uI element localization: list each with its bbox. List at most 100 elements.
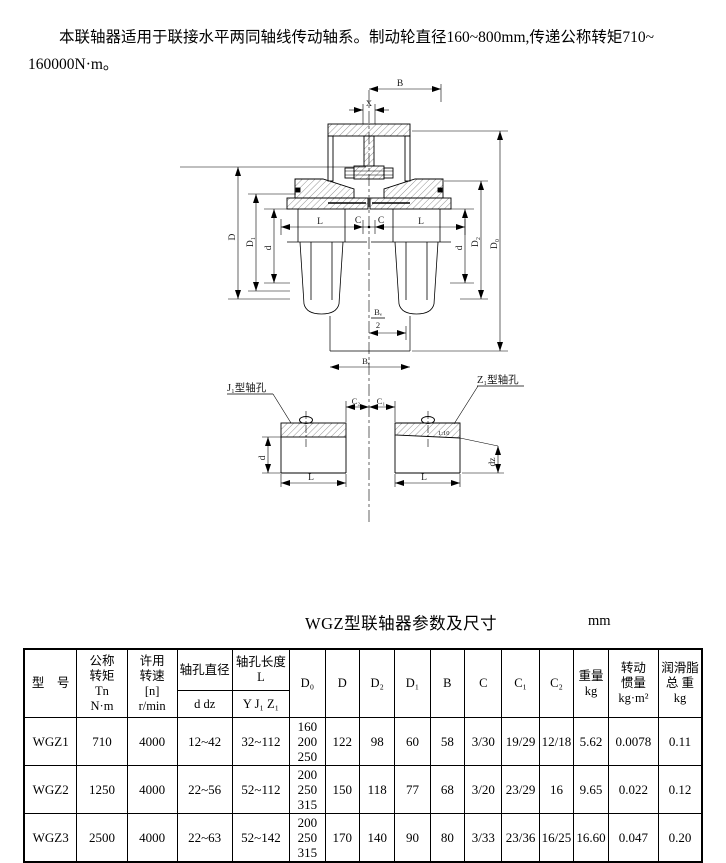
cell-bore-dia: 22~63 bbox=[176, 813, 233, 863]
cell-speed: 4000 bbox=[126, 813, 178, 863]
brake-wheel bbox=[327, 123, 411, 182]
table-row: WGZ2 1250 4000 22~56 52~112 200 250 315 … bbox=[23, 765, 703, 814]
dim-label-C-left: C bbox=[355, 216, 361, 226]
label-J1-hole: J₁型轴孔 bbox=[227, 381, 267, 394]
cell-bore-len: 52~112 bbox=[231, 765, 291, 814]
cell-c2: 12/18 bbox=[538, 717, 575, 766]
dim-label-d-hole: d bbox=[258, 455, 268, 460]
cell-d0: 160 200 250 bbox=[289, 717, 326, 766]
cell-weight: 5.62 bbox=[573, 717, 609, 766]
col-header-b: B bbox=[429, 648, 466, 718]
cell-d: 170 bbox=[324, 813, 361, 863]
cell-weight: 16.60 bbox=[573, 813, 609, 863]
cell-d2: 98 bbox=[359, 717, 396, 766]
cell-inertia: 0.047 bbox=[607, 813, 659, 863]
dim-label-dz-hole: dᴢ bbox=[488, 458, 498, 467]
cell-b: 58 bbox=[429, 717, 466, 766]
cell-speed: 4000 bbox=[126, 765, 178, 814]
dim-label-D2: D₂ bbox=[471, 237, 481, 247]
dim-label-Be: Bₑ bbox=[362, 356, 371, 366]
label-taper: 1:10 bbox=[438, 430, 450, 437]
shaft-hole-details bbox=[227, 385, 524, 474]
col-header-d2: D₂ bbox=[359, 648, 396, 718]
dim-label-L-hole-right: L bbox=[421, 473, 427, 483]
cell-d2: 118 bbox=[359, 765, 396, 814]
cell-torque: 710 bbox=[76, 717, 128, 766]
cell-inertia: 0.022 bbox=[607, 765, 659, 814]
col-subheader-bore-len: Y J₁ Z₁ bbox=[231, 690, 291, 718]
intro-paragraph: 本联轴器适用于联接水平两同轴线传动轴系。制动轮直径160~800mm,传递公称转… bbox=[28, 28, 655, 73]
parameters-table: 型 号 公称 转矩 Tn N·m 许用 转速 [n] r/min 轴孔直径 轴孔… bbox=[23, 648, 703, 863]
hub-bodies bbox=[287, 209, 451, 315]
cell-bore-dia: 12~42 bbox=[176, 717, 233, 766]
col-header-grease: 润滑脂 总 重 kg bbox=[657, 648, 703, 718]
dim-label-L-left: L bbox=[317, 217, 323, 227]
dim-label-B: B bbox=[397, 79, 403, 89]
table-row: WGZ1 710 4000 12~42 32~112 160 200 250 1… bbox=[23, 717, 703, 766]
cell-grease: 0.11 bbox=[657, 717, 703, 766]
cell-d: 122 bbox=[324, 717, 361, 766]
detail-dimension-lines bbox=[265, 401, 501, 487]
cell-b: 68 bbox=[429, 765, 466, 814]
dim-label-Be-num: Bₑ bbox=[374, 307, 383, 317]
label-Z1-hole: Z₁型轴孔 bbox=[477, 373, 519, 386]
dim-label-D1: D₁ bbox=[246, 237, 256, 247]
cell-c: 3/30 bbox=[464, 717, 503, 766]
drawing-labels: B X D D₁ d L C C L d D₂ D₀ Bₑ 2 Bₑ J₁型轴孔… bbox=[227, 79, 519, 483]
dim-label-C1: C₁ bbox=[377, 396, 386, 406]
col-header-d1: D₁ bbox=[394, 648, 431, 718]
cell-d1: 90 bbox=[394, 813, 431, 863]
col-header-c1: C₁ bbox=[501, 648, 540, 718]
table-title-row: WGZ型联轴器参数及尺寸 mm bbox=[0, 610, 726, 634]
cell-d0: 200 250 315 bbox=[289, 765, 326, 814]
col-header-torque: 公称 转矩 Tn N·m bbox=[76, 648, 128, 718]
dim-label-L-right: L bbox=[418, 217, 424, 227]
cell-d1: 60 bbox=[394, 717, 431, 766]
cell-c2: 16/25 bbox=[538, 813, 575, 863]
cell-inertia: 0.0078 bbox=[607, 717, 659, 766]
dim-label-d-left: d bbox=[264, 245, 274, 250]
col-header-d0: D₀ bbox=[289, 648, 326, 718]
cell-bore-len: 32~112 bbox=[231, 717, 291, 766]
dimension-lines bbox=[180, 84, 508, 370]
cell-d: 150 bbox=[324, 765, 361, 814]
cell-c: 3/20 bbox=[464, 765, 503, 814]
cell-weight: 9.65 bbox=[573, 765, 609, 814]
dim-label-L-hole-left: L bbox=[308, 473, 314, 483]
cell-c2: 16 bbox=[538, 765, 575, 814]
cell-b: 80 bbox=[429, 813, 466, 863]
cell-model: WGZ3 bbox=[23, 813, 78, 863]
col-header-c: C bbox=[464, 648, 503, 718]
cell-c1: 19/29 bbox=[501, 717, 540, 766]
cell-bore-dia: 22~56 bbox=[176, 765, 233, 814]
dim-label-D: D bbox=[228, 233, 238, 240]
cell-model: WGZ2 bbox=[23, 765, 78, 814]
col-header-speed: 许用 转速 [n] r/min bbox=[126, 648, 178, 718]
col-header-d: D bbox=[324, 648, 361, 718]
dim-label-D0: D₀ bbox=[490, 239, 500, 249]
col-header-inertia: 转动 惯量 kg·m² bbox=[607, 648, 659, 718]
cell-speed: 4000 bbox=[126, 717, 178, 766]
cell-d2: 140 bbox=[359, 813, 396, 863]
cell-model: WGZ1 bbox=[23, 717, 78, 766]
wheel-width-projection bbox=[329, 316, 411, 352]
unit-label: mm bbox=[588, 613, 611, 629]
col-header-weight: 重量 kg bbox=[573, 648, 609, 718]
cell-c: 3/33 bbox=[464, 813, 503, 863]
col-header-model: 型 号 bbox=[23, 648, 78, 718]
cell-torque: 2500 bbox=[76, 813, 128, 863]
dim-label-Be-den: 2 bbox=[376, 320, 380, 330]
dim-label-d-right: d bbox=[455, 245, 465, 250]
coupling-section-drawing: B X D D₁ d L C C L d D₂ D₀ Bₑ 2 Bₑ J₁型轴孔… bbox=[180, 79, 524, 522]
cell-torque: 1250 bbox=[76, 765, 128, 814]
dim-label-C-right: C bbox=[378, 216, 384, 226]
col-header-bore-dia: 轴孔直径 bbox=[176, 648, 233, 691]
table-row: WGZ3 2500 4000 22~63 52~142 200 250 315 … bbox=[23, 813, 703, 863]
cell-c1: 23/36 bbox=[501, 813, 540, 863]
cell-grease: 0.20 bbox=[657, 813, 703, 863]
cell-c1: 23/29 bbox=[501, 765, 540, 814]
dim-label-X: X bbox=[366, 98, 372, 108]
cell-grease: 0.12 bbox=[657, 765, 703, 814]
cell-bore-len: 52~142 bbox=[231, 813, 291, 863]
